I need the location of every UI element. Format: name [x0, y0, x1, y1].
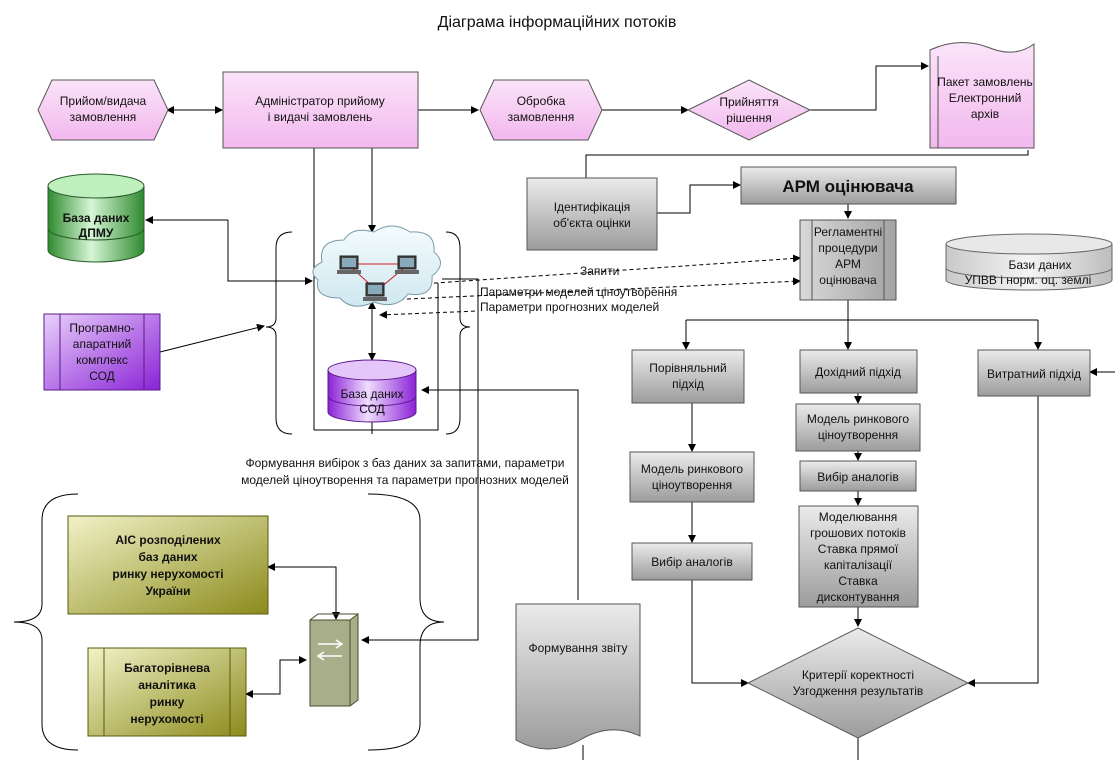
computer-icon [395, 255, 419, 274]
sod-complex-label-4: СОД [89, 369, 115, 383]
cashflow-node[interactable]: Моделювання грошових потоків Ставка прям… [798, 505, 919, 608]
regulations-label-4: оцінювача [819, 273, 877, 287]
cashflow-label-5: Ставка [838, 574, 878, 588]
db-upvv-node[interactable]: Бази даних УПВВ і норм. оц. землі [945, 233, 1113, 291]
analogs-mid-label: Вибір аналогів [817, 470, 898, 484]
income-label: Дохідний підхід [815, 365, 901, 379]
sampling-label-2: моделей ціноутворення та параметри прогн… [241, 473, 569, 487]
admin-label-2: і видачі замовлень [268, 110, 373, 124]
market-model-left-node[interactable]: Модель ринкового ціноутворення [629, 451, 755, 503]
cashflow-label-1: Моделювання [819, 510, 898, 524]
market-model-left-label-1: Модель ринкового [641, 462, 743, 476]
cashflow-label-3: Ставка прямої [818, 542, 899, 556]
processing-label-1: Обробка [517, 94, 566, 108]
analytics-label-4: нерухомості [130, 712, 203, 726]
arm-title-label: АРМ оцінювача [782, 177, 914, 196]
processing-node[interactable]: Обробка замовлення [479, 79, 603, 141]
ais-label-3: ринку нерухомості [112, 567, 223, 581]
ais-node[interactable]: АІС розподілених баз даних ринку нерухом… [67, 515, 269, 615]
diagram-title: Діаграма інформаційних потоків [438, 14, 677, 31]
forecast-params-label: Параметри прогнозних моделей [480, 300, 659, 314]
decision-node[interactable]: Прийняття рішення [686, 79, 812, 141]
sod-db-label-1: База даних [341, 387, 404, 401]
sampling-label-1: Формування вибірок з баз даних за запита… [245, 456, 564, 470]
server-icon[interactable] [309, 613, 359, 707]
pricing-params-label: Параметри моделей ціноутворення [480, 285, 677, 299]
analytics-label-2: аналітика [138, 678, 196, 692]
order-intake-label-1: Прийом/видача [60, 94, 147, 108]
criteria-label-2: Узгодження результатів [793, 684, 924, 698]
package-label-2: Електронний [949, 91, 1022, 105]
sod-complex-node[interactable]: Програмно- апаратний комплекс СОД [43, 313, 161, 391]
regulations-label-1: Регламентні [814, 225, 882, 239]
sod-db-node[interactable]: База даних СОД [327, 359, 417, 423]
analytics-node[interactable]: Багаторівнева аналітика ринку нерухомост… [87, 647, 247, 737]
connectors [145, 62, 1115, 760]
ais-label-4: України [145, 584, 190, 598]
db-dpmu-node[interactable]: База даних ДПМУ [47, 173, 145, 263]
comparative-approach-node[interactable]: Порівняльний підхід [631, 349, 745, 404]
aggregator-braces [13, 493, 445, 751]
market-model-left-label-2: ціноутворення [652, 478, 732, 492]
package-archive-node[interactable]: Пакет замовлень Електронний архів [929, 42, 1035, 149]
network-braces [265, 231, 471, 435]
regulations-label-2: процедури [818, 241, 877, 255]
queries-label: Запити [580, 264, 619, 278]
db-upvv-label-1: Бази даних [1009, 258, 1072, 272]
analytics-label-1: Багаторівнева [124, 661, 210, 675]
network-cloud[interactable] [312, 225, 441, 307]
order-intake-label-2: замовлення [70, 110, 137, 124]
cost-approach-node[interactable]: Витратний підхід [977, 349, 1091, 397]
income-approach-node[interactable]: Дохідний підхід [799, 349, 918, 394]
identification-label-1: Ідентифікація [554, 200, 631, 214]
computer-icon [363, 282, 387, 301]
market-model-mid-label-1: Модель ринкового [807, 412, 909, 426]
sod-complex-label-2: апаратний [73, 337, 131, 351]
market-model-mid-label-2: ціноутворення [818, 428, 898, 442]
decision-label-2: рішення [726, 111, 771, 125]
package-label-3: архів [971, 107, 999, 121]
analogs-mid-node[interactable]: Вибір аналогів [799, 460, 917, 492]
sod-db-label-2: СОД [359, 402, 385, 416]
analytics-label-3: ринку [150, 695, 185, 709]
cashflow-label-4: капіталізації [824, 558, 893, 572]
package-label-1: Пакет замовлень [937, 75, 1033, 89]
processing-label-2: замовлення [508, 110, 575, 124]
arm-title-node[interactable]: АРМ оцінювача [740, 166, 957, 205]
identification-label-2: об'єкта оцінки [553, 216, 631, 230]
decision-label-1: Прийняття [719, 95, 778, 109]
admin-node[interactable]: Адміністратор прийому і видачі замовлень [222, 71, 419, 149]
market-model-mid-node[interactable]: Модель ринкового ціноутворення [795, 403, 921, 452]
cost-label: Витратний підхід [987, 367, 1081, 381]
identification-node[interactable]: Ідентифікація об'єкта оцінки [526, 177, 658, 251]
sod-complex-label-3: комплекс [76, 353, 128, 367]
computer-icon [337, 255, 361, 274]
db-dpmu-label-1: База даних [63, 211, 130, 225]
analogs-left-node[interactable]: Вибір аналогів [631, 542, 753, 581]
comparative-label-2: підхід [672, 377, 704, 391]
criteria-node[interactable]: Критерії коректності Узгодження результа… [746, 627, 970, 739]
order-intake-node[interactable]: Прийом/видача замовлення [37, 79, 169, 141]
admin-label-1: Адміністратор прийому [255, 94, 384, 108]
comparative-label-1: Порівняльний [649, 361, 726, 375]
cashflow-label-6: дисконтування [817, 590, 900, 604]
regulations-node[interactable]: Регламентні процедури АРМ оцінювача [799, 219, 897, 301]
criteria-label-1: Критерії коректності [802, 668, 914, 682]
regulations-label-3: АРМ [835, 257, 861, 271]
sod-complex-label-1: Програмно- [69, 321, 134, 335]
ais-label-2: баз даних [138, 550, 197, 564]
report-node[interactable]: Формування звіту [515, 603, 641, 750]
analogs-left-label: Вибір аналогів [651, 555, 732, 569]
db-upvv-label-2: УПВВ і норм. оц. землі [965, 273, 1092, 287]
db-dpmu-label-2: ДПМУ [79, 226, 114, 240]
ais-label-1: АІС розподілених [115, 533, 221, 547]
report-label: Формування звіту [528, 641, 627, 655]
cashflow-label-2: грошових потоків [810, 526, 906, 540]
